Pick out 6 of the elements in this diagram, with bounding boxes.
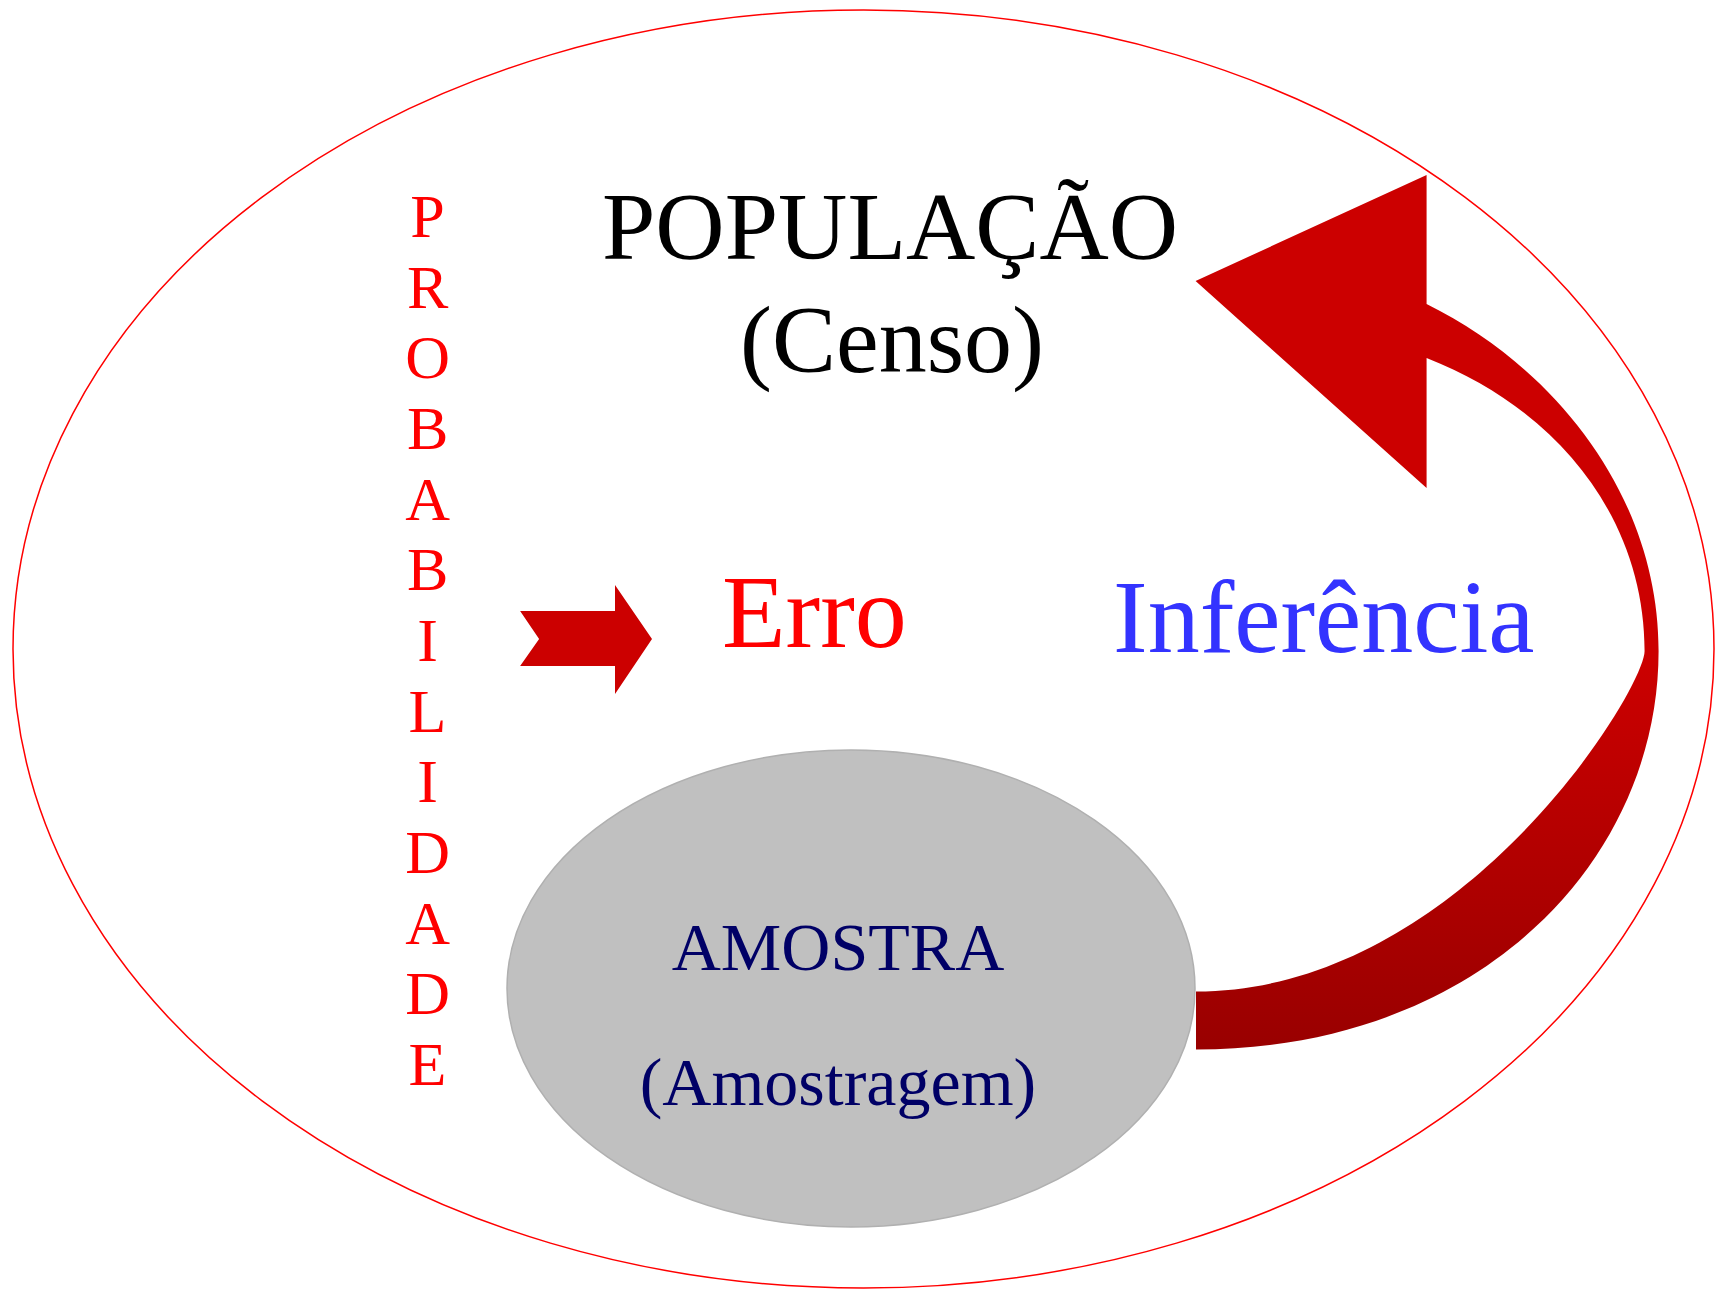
chevron-arrow <box>520 585 652 694</box>
edge-label: Inferência <box>1113 565 1535 669</box>
error-text: Erro <box>722 560 907 664</box>
curved-arrow <box>1195 175 1659 1050</box>
vertical-text: PROBABILIDADE <box>404 181 452 1100</box>
heading-text: AMOSTRA <box>670 913 1006 981</box>
